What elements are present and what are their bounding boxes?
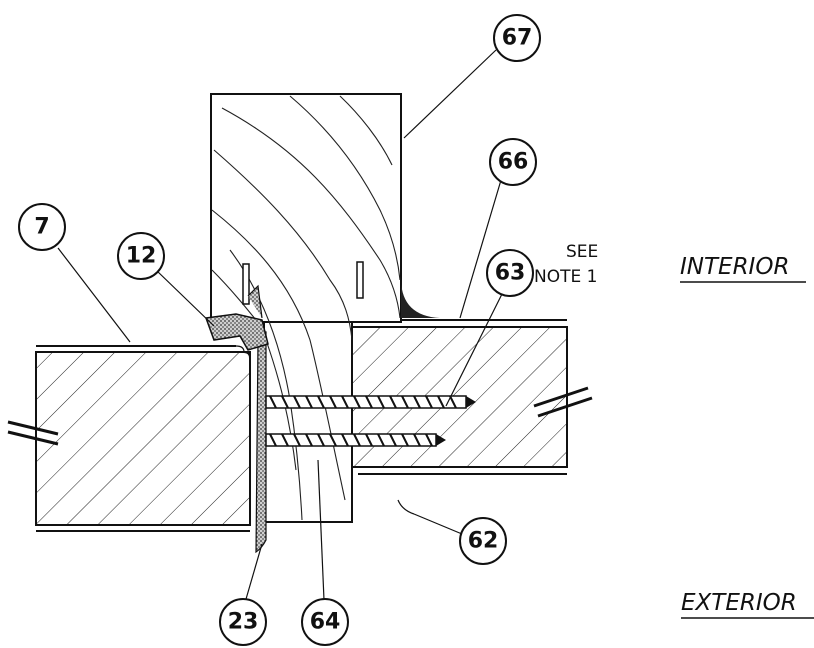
screws <box>265 395 476 447</box>
callout-66: 66 <box>489 138 537 186</box>
svg-text:67: 67 <box>502 26 533 51</box>
screw-lower <box>265 433 446 447</box>
timber-post <box>210 93 440 523</box>
svg-text:63: 63 <box>495 261 526 286</box>
callout-12: 12 <box>117 232 165 280</box>
svg-text:64: 64 <box>310 610 341 635</box>
svg-text:23: 23 <box>228 610 259 635</box>
interior-label: INTERIOR <box>680 254 806 283</box>
membrane <box>204 284 269 554</box>
callout-23: 23 <box>219 598 267 646</box>
leader-lines <box>57 49 509 607</box>
exterior-label: EXTERIOR <box>681 590 814 619</box>
svg-text:12: 12 <box>126 244 157 269</box>
svg-text:EXTERIOR: EXTERIOR <box>681 590 797 616</box>
callout-67: 67 <box>493 14 541 62</box>
callout-62: 62 <box>459 517 507 565</box>
callout-7: 7 <box>18 203 66 251</box>
svg-text:INTERIOR: INTERIOR <box>680 254 789 280</box>
svg-text:NOTE 1: NOTE 1 <box>534 267 597 287</box>
see-note: SEE NOTE 1 <box>534 242 598 287</box>
svg-text:SEE: SEE <box>566 242 598 262</box>
screw-upper <box>265 395 476 409</box>
svg-text:62: 62 <box>468 529 499 554</box>
svg-text:7: 7 <box>34 215 49 240</box>
left-panel <box>7 345 251 532</box>
svg-text:66: 66 <box>498 150 529 175</box>
callout-63: 63 <box>486 249 534 297</box>
callout-64: 64 <box>301 598 349 646</box>
